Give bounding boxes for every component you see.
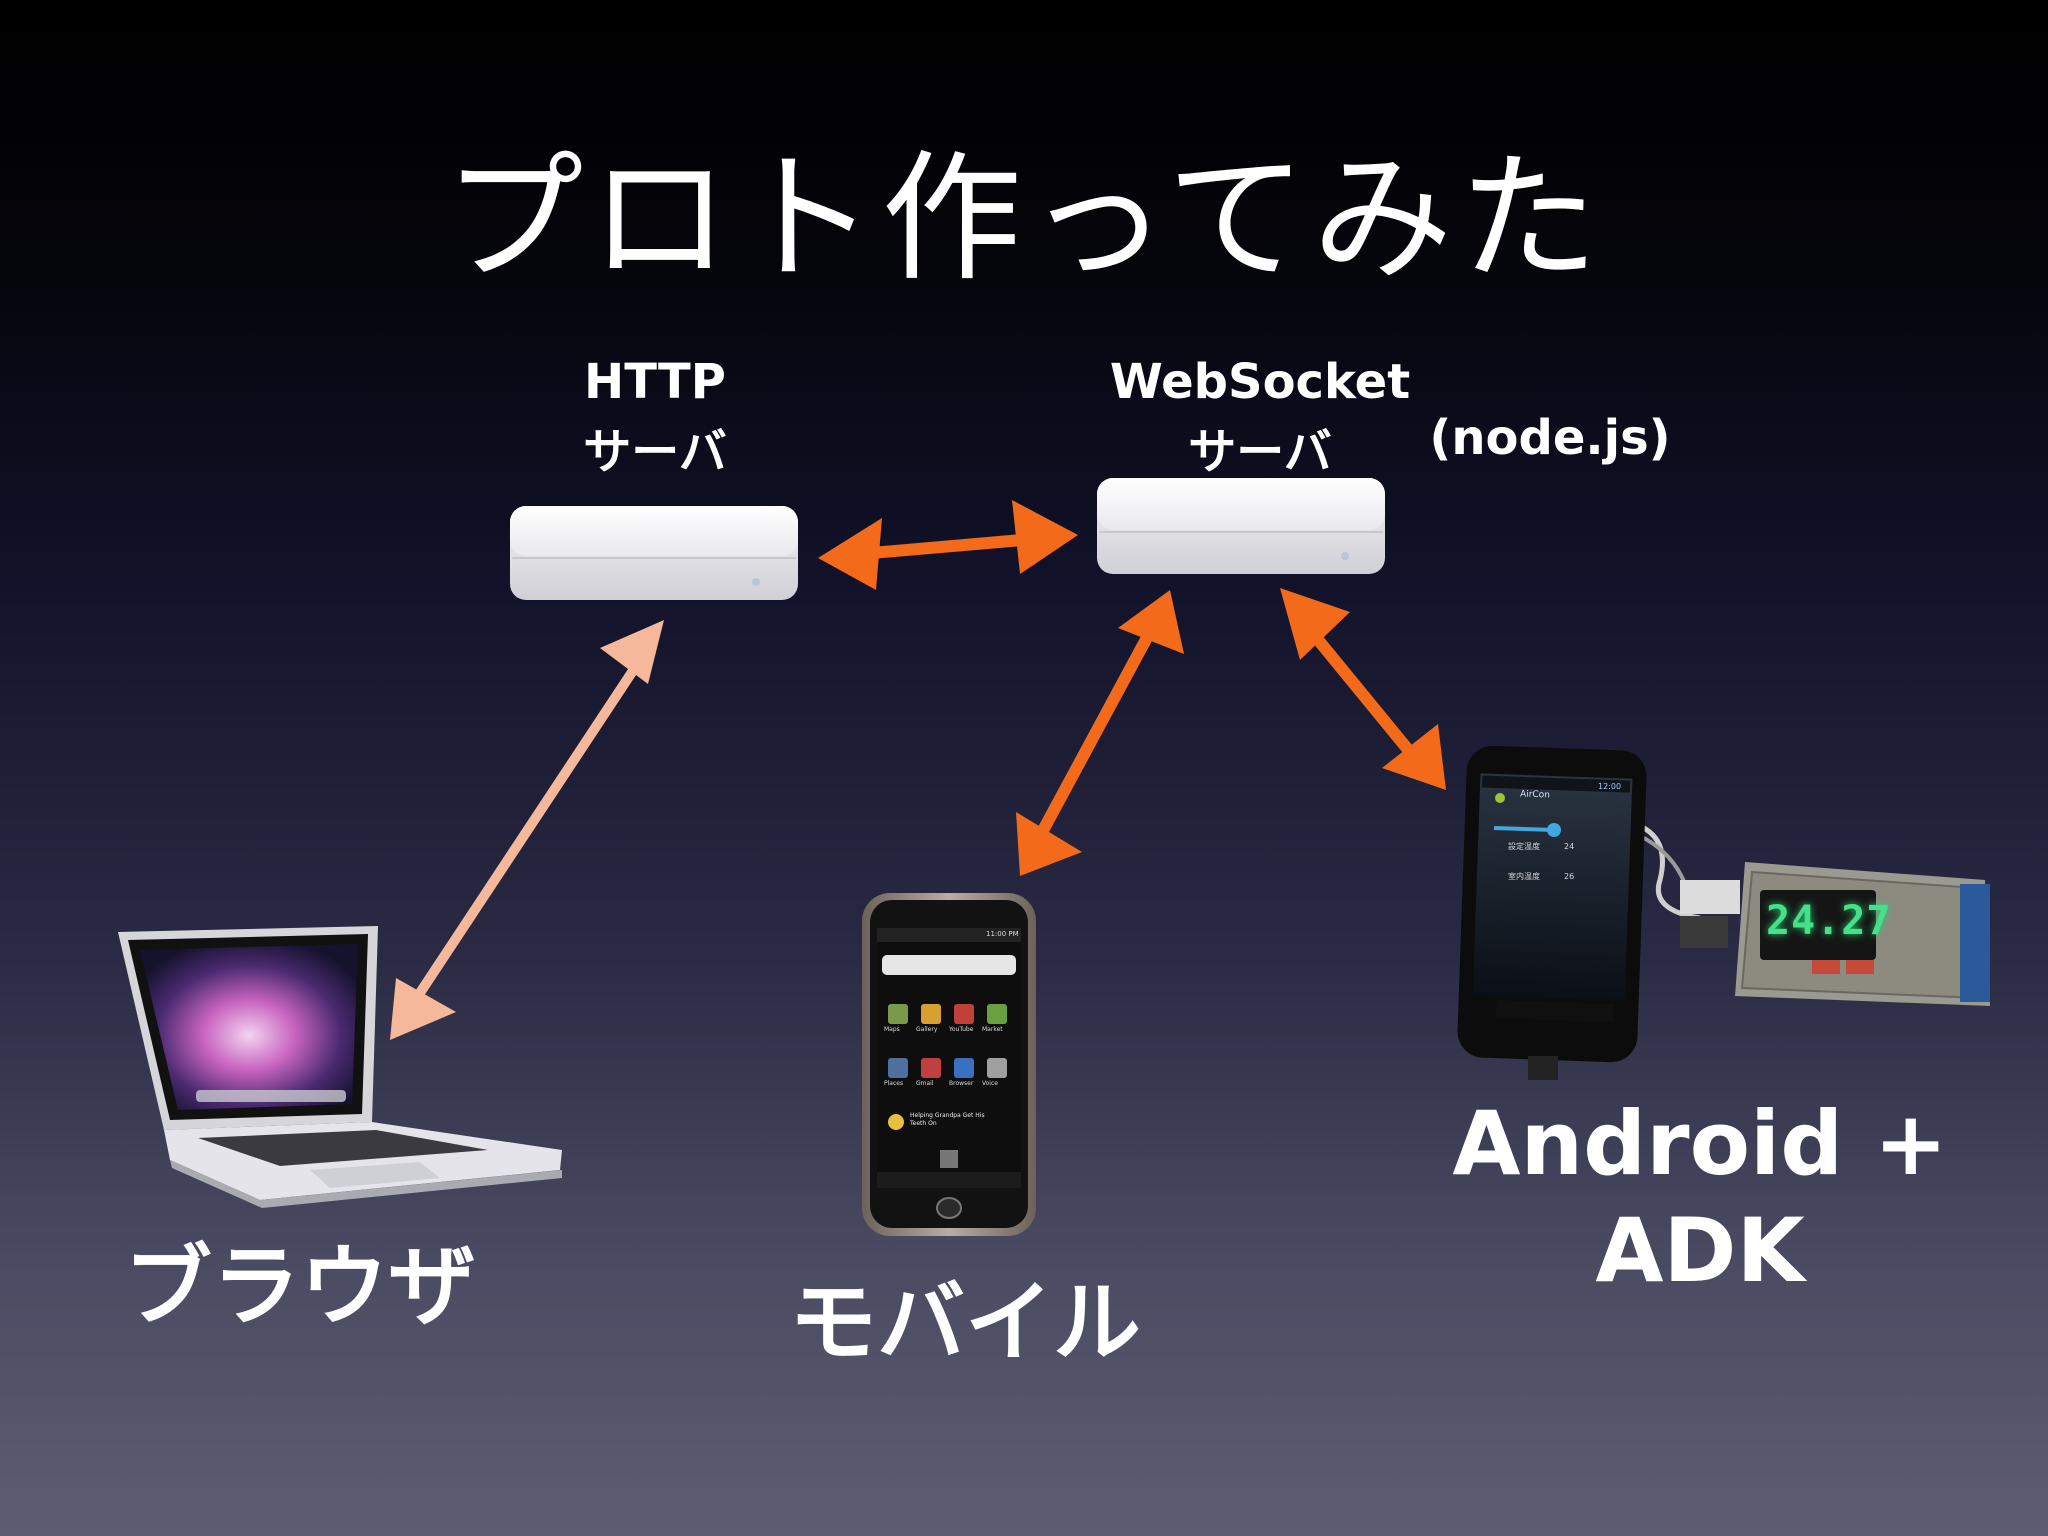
mobile-notice: Helping Grandpa Get His Teeth On	[910, 1112, 1020, 1128]
android-adk-label-line2: ADK	[1420, 1197, 1980, 1304]
mobile-status-time: 11:00 PM	[986, 930, 1019, 938]
arrow-http-websocket	[818, 500, 1078, 590]
mobile-app-label: Gmail	[916, 1080, 949, 1087]
mobile-app-label: Maps	[884, 1026, 916, 1033]
mobile-app-label: Places	[884, 1080, 916, 1087]
laptop-image	[118, 926, 562, 1208]
http-server-box	[510, 506, 798, 600]
android-row1-value: 24	[1564, 842, 1574, 851]
android-adk-label: Android + ADK	[1420, 1090, 1980, 1305]
arrow-http-browser	[390, 620, 664, 1040]
android-row2-value: 26	[1564, 872, 1574, 881]
arrow-websocket-android	[1280, 588, 1446, 790]
android-app-title: AirCon	[1520, 789, 1550, 800]
android-status-time: 12:00	[1598, 782, 1621, 791]
mobile-notice-line2: Teeth On	[910, 1120, 1020, 1128]
mobile-app-label: Browser	[949, 1080, 982, 1087]
android-row2-label: 室内温度	[1508, 871, 1540, 882]
mobile-app-label: Market	[982, 1026, 1012, 1033]
mobile-app-label: YouTube	[949, 1026, 982, 1033]
android-row1-label: 設定温度	[1508, 841, 1540, 852]
mobile-app-label: Voice	[982, 1080, 1012, 1087]
websocket-server-box	[1097, 478, 1385, 574]
adk-led-display: 24.27	[1766, 898, 1872, 944]
browser-label: ブラウザ	[100, 1232, 500, 1342]
mobile-app-label: Gallery	[916, 1026, 949, 1033]
android-adk-label-line1: Android +	[1420, 1090, 1980, 1197]
arrow-websocket-mobile	[1016, 590, 1184, 876]
mobile-phone-image	[862, 893, 1036, 1236]
mobile-label: モバイル	[760, 1268, 1170, 1378]
mobile-notice-line1: Helping Grandpa Get His	[910, 1112, 1020, 1120]
